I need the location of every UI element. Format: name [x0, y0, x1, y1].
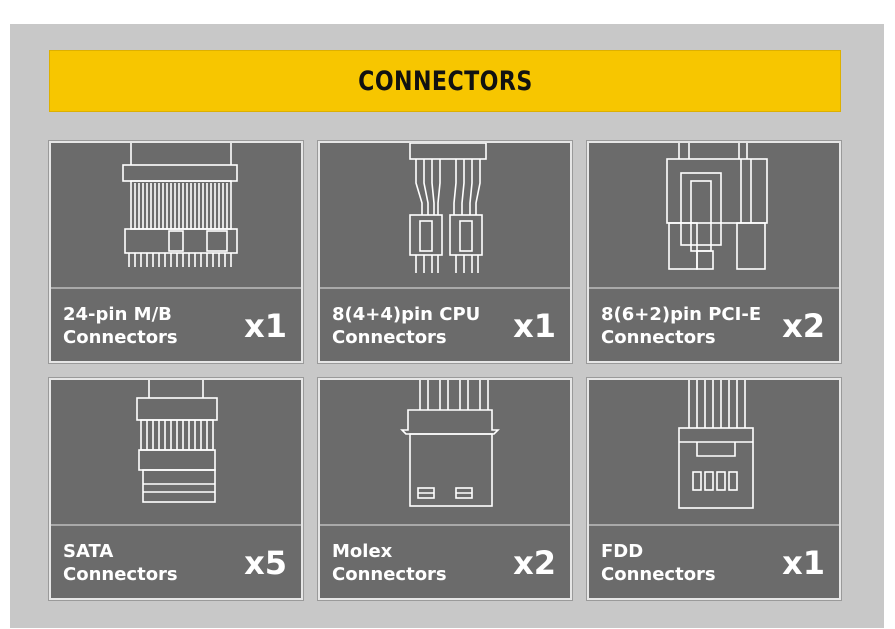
connector-card-fdd: FDD Connectors x1 [586, 377, 842, 601]
connector-card-sata: SATA Connectors x5 [48, 377, 304, 601]
card-divider [320, 524, 570, 526]
connector-name-line2: Connectors [601, 564, 716, 585]
connector-card-pcie: 8(6+2)pin PCI-E Connectors x2 [586, 140, 842, 364]
section-title: CONNECTORS [357, 65, 533, 97]
card-divider [320, 287, 570, 289]
connector-card-24pin: 24-pin M/B Connectors x1 [48, 140, 304, 364]
connector-quantity: x2 [782, 307, 825, 345]
card-divider [589, 524, 839, 526]
fdd-connector-icon [678, 380, 754, 509]
connector-name: FDD Connectors [601, 540, 716, 586]
connector-name: 8(6+2)pin PCI-E Connectors [601, 303, 761, 349]
card-divider [51, 524, 301, 526]
connector-name-line1: 8(6+2)pin PCI-E [601, 304, 762, 325]
card-divider [51, 287, 301, 289]
connector-quantity: x1 [782, 544, 825, 582]
section-banner: CONNECTORS [49, 50, 841, 112]
connector-name-line2: Connectors [601, 327, 716, 348]
sata-connector-icon [136, 380, 218, 503]
connector-name-line1: SATA [63, 541, 114, 562]
atx-24pin-connector-icon [122, 143, 238, 267]
pcie-8pin-connector-icon [666, 143, 768, 270]
connector-name-line1: 24-pin M/B [63, 304, 172, 325]
connector-name: 8(4+4)pin CPU Connectors [332, 303, 480, 349]
molex-connector-icon [400, 380, 500, 507]
connector-name-line1: Molex [332, 541, 393, 562]
connector-name: 24-pin M/B Connectors [63, 303, 178, 349]
connector-quantity: x1 [513, 307, 556, 345]
connector-name-line2: Connectors [63, 327, 178, 348]
connector-quantity: x1 [244, 307, 287, 345]
connector-name-line1: 8(4+4)pin CPU [332, 304, 481, 325]
connector-name: SATA Connectors [63, 540, 178, 586]
cpu-8pin-connector-icon [409, 143, 487, 273]
connector-quantity: x5 [244, 544, 287, 582]
connector-card-cpu: 8(4+4)pin CPU Connectors x1 [317, 140, 573, 364]
card-divider [589, 287, 839, 289]
connector-name: Molex Connectors [332, 540, 447, 586]
connector-name-line2: Connectors [63, 564, 178, 585]
connector-name-line2: Connectors [332, 327, 447, 348]
connector-name-line1: FDD [601, 541, 644, 562]
connector-card-molex: Molex Connectors x2 [317, 377, 573, 601]
connector-name-line2: Connectors [332, 564, 447, 585]
connector-quantity: x2 [513, 544, 556, 582]
